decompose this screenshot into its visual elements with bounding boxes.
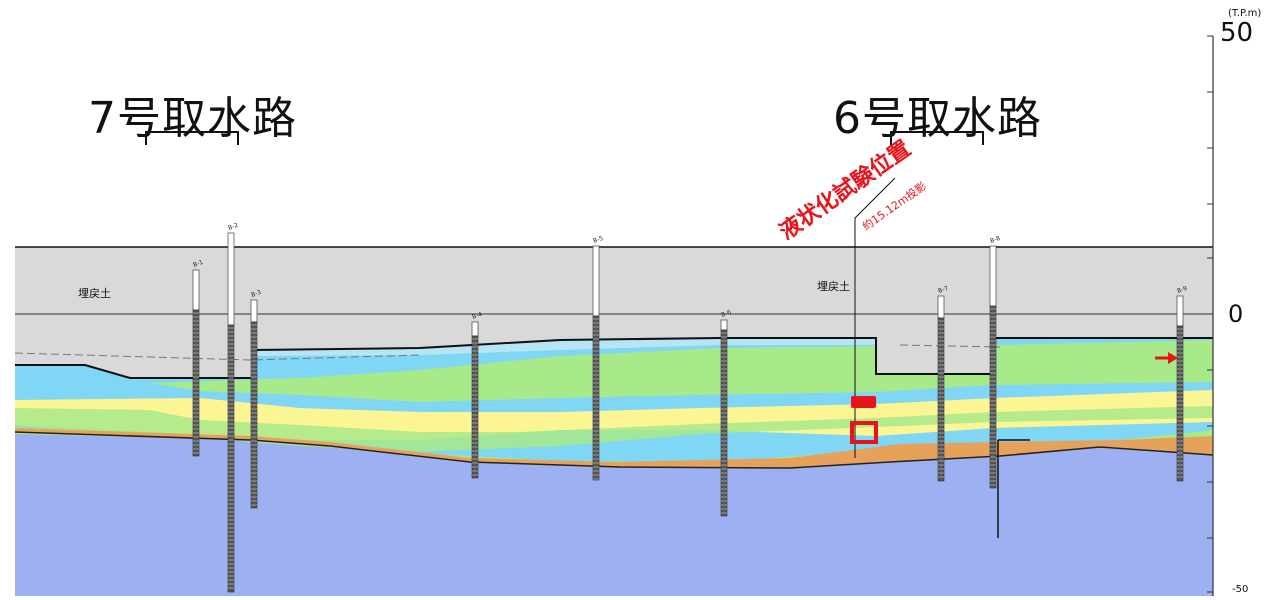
borehole-casing [592,245,600,317]
bracket-intake6 [890,131,984,145]
borehole-log [250,321,258,509]
borehole: B-4 [471,311,483,479]
intake6-label: 6号取水路 [833,93,1042,144]
borehole: B-3 [250,289,262,509]
borehole-label: B-4 [471,311,483,321]
borehole-label: B-5 [592,235,604,245]
borehole-casing [250,299,258,323]
boreholes: B-1 B-2B-3B-4 B-5B-6 B-7 B-8B-9 [192,222,1188,593]
intake7-label: 7号取水路 [88,93,297,144]
scale-unit: (T.P.m) [1228,8,1262,19]
borehole: B-6 [720,309,732,517]
light-blue-band [252,338,876,356]
orange-seam [15,428,1213,468]
borehole-casing [471,321,479,337]
scale-bottom-label: -50 [1232,584,1249,595]
green-layer-upper [150,340,1213,402]
borehole: B-1 [192,259,204,457]
borehole-casing [1176,295,1184,327]
borehole-log [1176,325,1184,482]
borehole-label: B-1 [192,259,204,269]
borehole-label: B-2 [227,222,239,232]
borehole-log [192,309,200,457]
scale-top-label: 50 [1220,18,1254,48]
borehole-log [937,317,945,482]
fill-soil-label-right: 埋戻土 [817,280,850,293]
red-arrow-icon [1155,352,1178,364]
borehole: B-2 [227,222,239,593]
borehole-log [720,329,728,517]
green-layer-middle [15,406,1213,452]
scale-ticks [1207,35,1213,593]
borehole-log [592,315,600,481]
fill-soil-label-left: 埋戻土 [78,287,111,300]
borehole-casing [192,269,200,311]
bracket-intake7 [145,131,239,145]
test-leader-line [854,177,896,458]
borehole-label: B-6 [720,309,732,319]
bedrock-top-line [14,431,1214,469]
borehole-label: B-9 [1176,285,1188,295]
test-marker-lower [850,421,878,444]
borehole: B-7 [937,285,949,482]
borehole-casing [937,295,945,319]
borehole-casing [227,232,235,326]
borehole-log [227,324,235,593]
borehole: B-9 [1176,285,1188,482]
borehole: B-5 [592,235,604,481]
borehole-casing [989,245,997,307]
test-marker-upper [851,396,876,408]
borehole-label: B-3 [250,289,262,299]
scale-zero-label: 0 [1228,300,1244,328]
borehole-casing [720,319,728,331]
groundwater-dashed-line [14,344,1001,361]
borehole: B-8 [989,235,1001,489]
borehole-label: B-7 [937,285,949,295]
borehole-label: B-8 [989,235,1001,245]
